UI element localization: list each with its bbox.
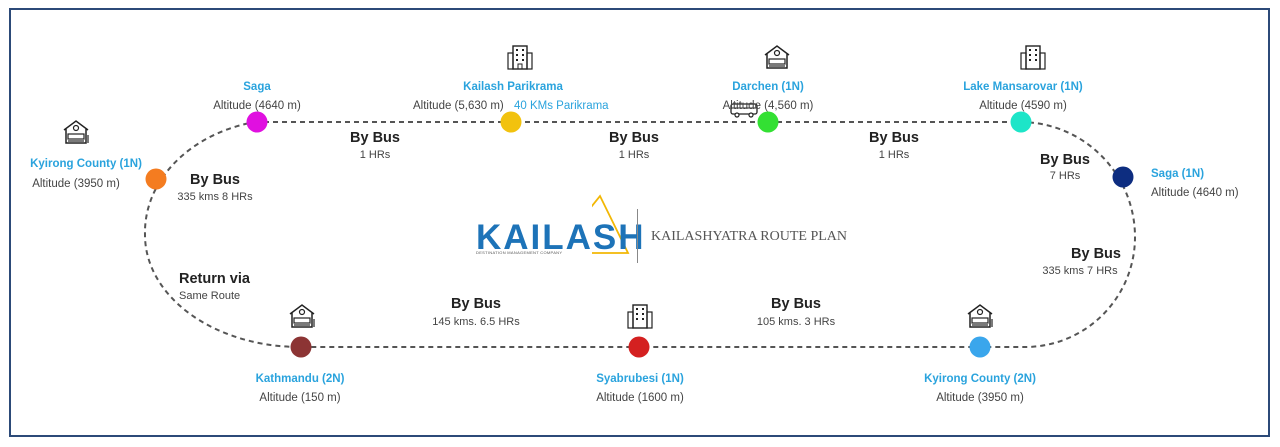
stop-altitude-kyirong-1n: Altitude (3950 m) [32, 178, 120, 190]
hotel-icon [627, 304, 653, 329]
diagram-title: KAILASHYATRA ROUTE PLAN [651, 229, 848, 244]
leg-duration: 335 kms 8 HRs [177, 191, 253, 203]
bed-icon [967, 304, 993, 328]
leg-duration: 105 kms. 3 HRs [756, 316, 836, 328]
stop-node-darchen [757, 111, 779, 133]
hotel-icon [1020, 45, 1046, 70]
leg-mode: By Bus [350, 130, 400, 146]
stop-name-saga-1n: Saga (1N) [1151, 168, 1205, 180]
leg-duration: 7 HRs [1049, 170, 1081, 182]
stop-name-kyirong-1n: Kyirong County (1N) [30, 158, 142, 170]
stop-name-kathmandu: Kathmandu (2N) [255, 373, 345, 385]
stop-node-saga-1n [1112, 166, 1134, 188]
hotel-icon [507, 45, 533, 70]
bus-icon [730, 103, 758, 118]
stop-name-kyirong-2n: Kyirong County (2N) [924, 373, 1036, 385]
stop-name-darchen: Darchen (1N) [732, 81, 804, 93]
leg-duration-return: Same Route [179, 290, 241, 302]
leg-duration: 145 kms. 6.5 HRs [432, 316, 520, 328]
leg-duration: 335 kms 7 HRs [1042, 265, 1118, 277]
bed-icon [289, 304, 315, 328]
stop-node-saga [246, 111, 268, 133]
leg-mode: By Bus [451, 296, 501, 312]
stop-node-kyirong-1n [145, 168, 167, 190]
leg-mode: By Bus [1071, 246, 1121, 262]
bed-icon [764, 45, 790, 69]
leg-mode: By Bus [190, 172, 240, 188]
leg-mode: By Bus [771, 296, 821, 312]
leg-duration: 1 HRs [878, 149, 910, 161]
stop-altitude-mansarovar: Altitude (4590 m) [979, 100, 1067, 112]
stop-node-mansarovar [1010, 111, 1032, 133]
stop-node-syabrubesi [628, 336, 650, 358]
leg-mode: By Bus [1040, 152, 1090, 168]
stop-altitude-kathmandu: Altitude (150 m) [259, 392, 341, 404]
stop-node-kailash [500, 111, 522, 133]
stop-altitude-saga: Altitude (4640 m) [213, 100, 301, 112]
stop-node-kyirong-2n [969, 336, 991, 358]
stop-altitude-darchen: Altitude (4,560 m) [722, 100, 814, 112]
mountain-logo-icon [592, 194, 630, 254]
leg-mode: By Bus [869, 130, 919, 146]
leg-mode-return: Return via [179, 271, 250, 287]
diagram-frame [9, 8, 1270, 437]
logo-divider [637, 209, 638, 263]
bed-icon [63, 120, 89, 144]
stop-altitude-kailash: Altitude (5,630 m) [413, 100, 504, 112]
logo-brand: KAILASH [476, 218, 646, 257]
stop-altitude-kyirong-2n: Altitude (3950 m) [936, 392, 1024, 404]
leg-duration: 1 HRs [618, 149, 650, 161]
stop-node-kathmandu [290, 336, 312, 358]
stop-name-saga: Saga [243, 81, 271, 93]
stop-name-kailash: Kailash Parikrama [463, 81, 563, 93]
stop-altitude-syabrubesi: Altitude (1600 m) [596, 392, 684, 404]
stop-altitude-saga-1n: Altitude (4640 m) [1151, 187, 1239, 199]
stop-name-mansarovar: Lake Mansarovar (1N) [963, 81, 1083, 93]
leg-duration: 1 HRs [359, 149, 391, 161]
stop-note-kailash: 40 KMs Parikrama [514, 100, 609, 112]
logo-tagline: DESTINATION MANAGEMENT COMPANY [476, 250, 563, 255]
leg-mode: By Bus [609, 130, 659, 146]
stop-name-syabrubesi: Syabrubesi (1N) [596, 373, 684, 385]
